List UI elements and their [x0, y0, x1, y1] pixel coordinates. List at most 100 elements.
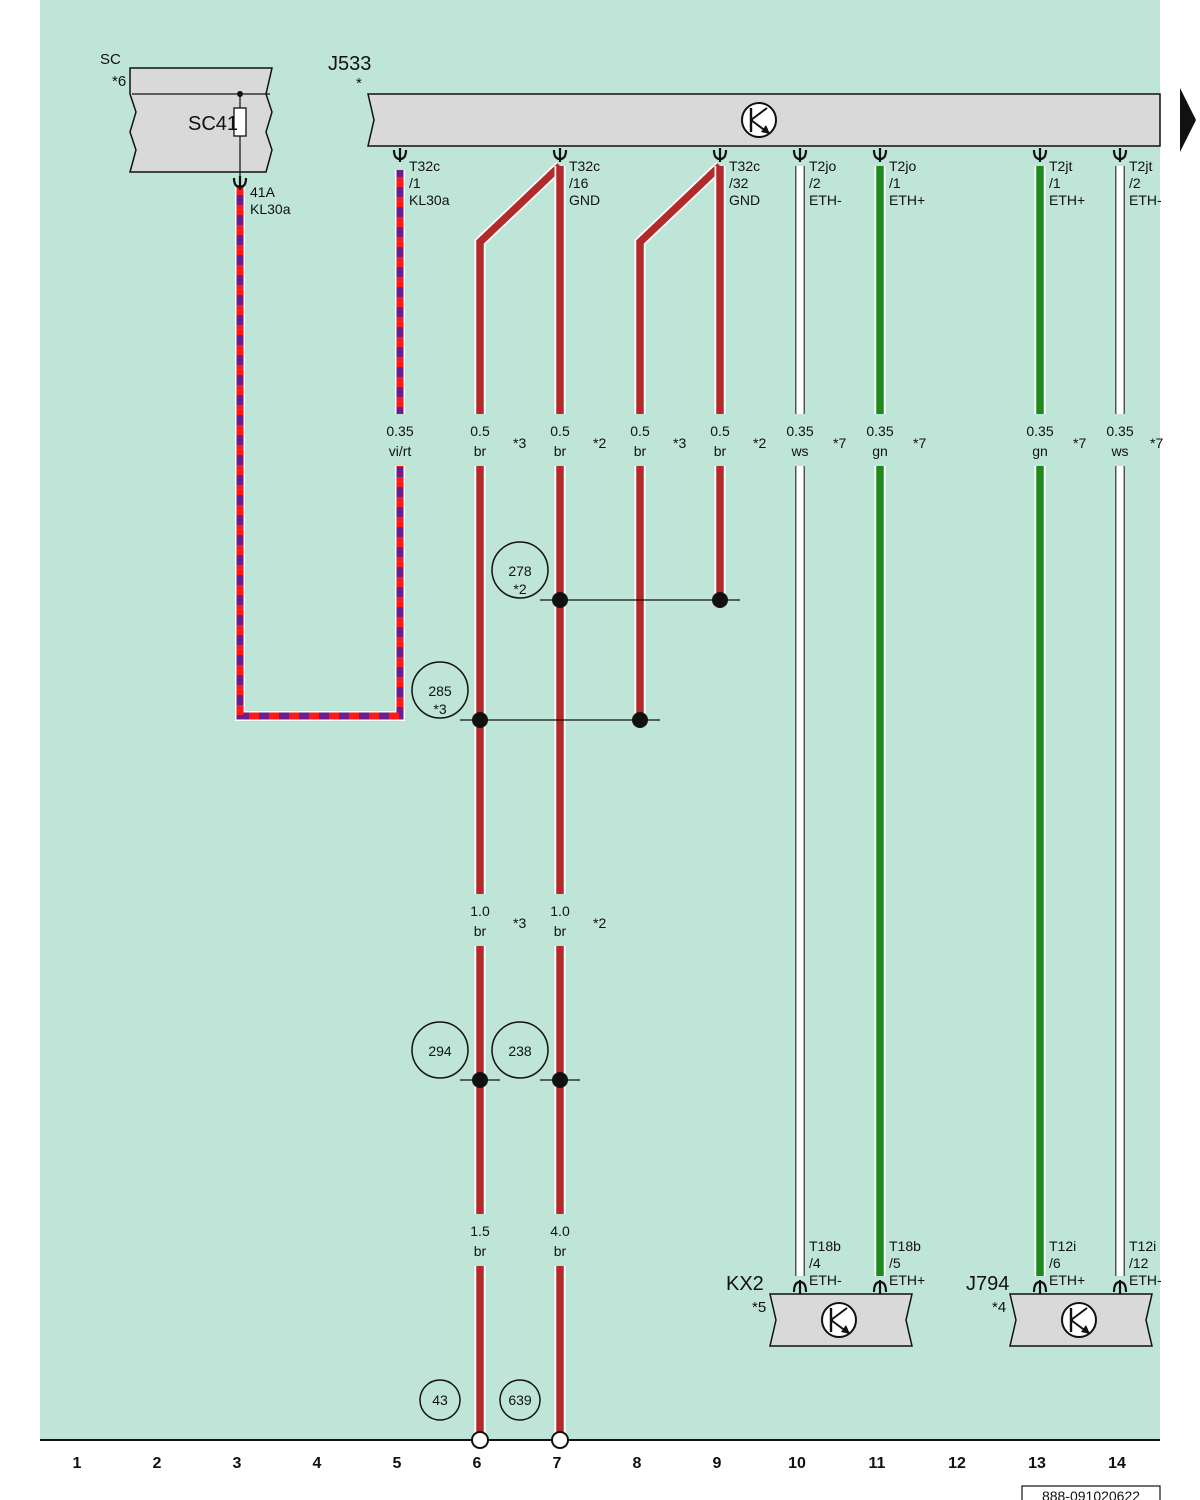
column-number: 12: [948, 1455, 966, 1472]
svg-text:gn: gn: [872, 443, 888, 459]
svg-text:0.5: 0.5: [550, 423, 570, 439]
electronic-module-icon: [1061, 1302, 1097, 1338]
connector-pin-icon: [552, 148, 568, 162]
splice-node: [552, 592, 568, 608]
pin-j533-t2jt-2: T2jt /2 ETH-: [1129, 158, 1162, 208]
svg-text:T2jo: T2jo: [889, 158, 916, 174]
ground-43-circle[interactable]: [419, 1379, 461, 1421]
splice-285-number: 285: [428, 683, 452, 699]
j794-note: *4: [992, 1299, 1006, 1316]
svg-text:*7: *7: [913, 435, 926, 451]
pin-j533-t32c-1: T32c /1 KL30a: [409, 158, 450, 208]
column-number: 4: [313, 1455, 322, 1472]
svg-text:1.0: 1.0: [470, 903, 490, 919]
splice-278-number: 278: [508, 563, 532, 579]
svg-text:br: br: [554, 443, 567, 459]
svg-text:KL30a: KL30a: [409, 192, 450, 208]
splice-278-circle[interactable]: [491, 541, 549, 599]
svg-text:ETH+: ETH+: [889, 192, 925, 208]
wire-label-w6c: 1.5 br: [470, 1223, 490, 1259]
svg-text:br: br: [474, 923, 487, 939]
fuse-sc41-label: SC41: [188, 113, 238, 135]
sc-note: *6: [112, 73, 126, 90]
svg-text:1.0: 1.0: [550, 903, 570, 919]
svg-text:br: br: [554, 923, 567, 939]
wire-label-w11: 0.35 gn *7: [866, 423, 926, 459]
svg-text:T32c: T32c: [569, 158, 600, 174]
j533-note: *: [356, 75, 362, 92]
svg-text:T18b: T18b: [809, 1238, 841, 1254]
wire-br-col8: [634, 162, 724, 720]
column-number: 6: [473, 1455, 482, 1472]
wire-label-w6: 0.5 br *3: [470, 423, 526, 459]
column-number: 9: [713, 1455, 722, 1472]
splice-node: [712, 592, 728, 608]
svg-text:4.0: 4.0: [550, 1223, 570, 1239]
svg-text:/1: /1: [409, 175, 421, 191]
sc-fuse-holder: [129, 67, 273, 178]
svg-text:41A: 41A: [250, 184, 276, 200]
svg-text:T12i: T12i: [1049, 1238, 1076, 1254]
wire-label-w7c: 4.0 br: [550, 1223, 570, 1259]
fuse-sc41-icon: [233, 107, 247, 137]
svg-text:br: br: [714, 443, 727, 459]
connector-pin-icon: [1032, 1280, 1048, 1294]
svg-text:*2: *2: [593, 915, 606, 931]
splice-285-circle[interactable]: [411, 661, 469, 719]
splice-node: [632, 712, 648, 728]
splice-node: [472, 1072, 488, 1088]
pin-sc-out: 41A KL30a: [250, 184, 291, 217]
svg-text:ETH-: ETH-: [1129, 192, 1162, 208]
svg-text:/1: /1: [1049, 175, 1061, 191]
svg-text:0.35: 0.35: [786, 423, 813, 439]
column-number: 13: [1028, 1455, 1046, 1472]
j533-label: J533: [328, 53, 371, 75]
kx2-label: KX2: [726, 1273, 764, 1295]
connector-pin-icon: [1032, 148, 1048, 162]
svg-text:ws: ws: [1110, 443, 1128, 459]
svg-text:T32c: T32c: [409, 158, 440, 174]
svg-text:GND: GND: [569, 192, 600, 208]
electronic-module-icon: [821, 1302, 857, 1338]
svg-text:GND: GND: [729, 192, 760, 208]
ground-639-circle[interactable]: [499, 1379, 541, 1421]
svg-text:*3: *3: [513, 435, 526, 451]
connector-pin-icon: [392, 148, 408, 162]
wire-label-w10: 0.35 ws *7: [786, 423, 846, 459]
svg-text:ws: ws: [790, 443, 808, 459]
electronic-module-icon: [741, 102, 777, 138]
svg-text:0.35: 0.35: [386, 423, 413, 439]
connector-pin-icon: [1112, 1280, 1128, 1294]
wire-label-w13: 0.35 gn *7: [1026, 423, 1086, 459]
pin-j794-t12i-12: T12i /12 ETH-: [1129, 1238, 1162, 1288]
ground-terminal-icon: [471, 1431, 489, 1449]
svg-text:br: br: [474, 1243, 487, 1259]
svg-text:T32c: T32c: [729, 158, 760, 174]
splice-294-circle[interactable]: [411, 1021, 469, 1079]
pin-j533-t2jo-1: T2jo /1 ETH+: [889, 158, 925, 208]
pin-kx2-t18b-5: T18b /5 ETH+: [889, 1238, 925, 1288]
svg-text:0.5: 0.5: [710, 423, 730, 439]
connector-pin-icon: [1112, 148, 1128, 162]
svg-text:T2jt: T2jt: [1129, 158, 1152, 174]
splice-285-note: *3: [433, 701, 446, 717]
connector-pin-icon: [232, 176, 248, 190]
svg-text:0.5: 0.5: [630, 423, 650, 439]
svg-text:br: br: [554, 1243, 567, 1259]
splice-238-circle[interactable]: [491, 1021, 549, 1079]
svg-text:*7: *7: [833, 435, 846, 451]
wire-label-w7: 0.5 br *2: [550, 423, 606, 459]
wire-label-w7b: 1.0 br *2: [550, 903, 606, 939]
svg-text:T2jt: T2jt: [1049, 158, 1072, 174]
splice-238-number: 238: [508, 1043, 532, 1059]
splice-278-note: *2: [513, 581, 526, 597]
pin-j533-t32c-32: T32c /32 GND: [729, 158, 760, 208]
svg-text:T12i: T12i: [1129, 1238, 1156, 1254]
svg-text:ETH+: ETH+: [1049, 192, 1085, 208]
next-page-arrow-icon[interactable]: [1180, 88, 1196, 152]
svg-text:/4: /4: [809, 1255, 821, 1271]
wire-br-col6: [474, 162, 564, 1438]
svg-text:vi/rt: vi/rt: [389, 443, 412, 459]
